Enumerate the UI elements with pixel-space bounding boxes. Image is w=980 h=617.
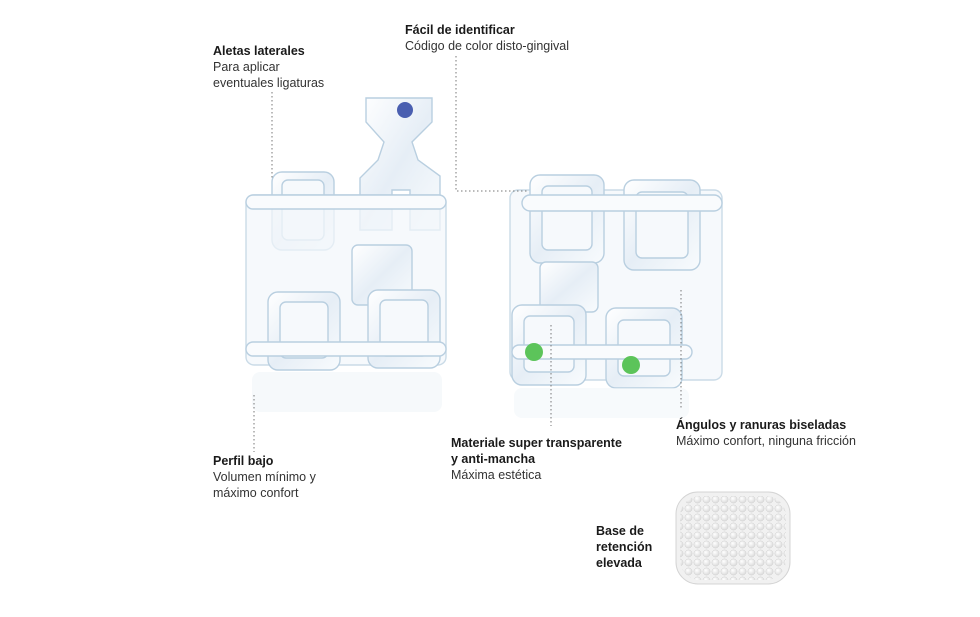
callout-title: Aletas laterales [213, 44, 305, 58]
callout-text: eventuales ligaturas [213, 76, 325, 90]
left-bracket [245, 97, 447, 371]
callout-title: Perfil bajo [213, 454, 274, 468]
callout-transparent: Materiale super transparente y anti-manc… [451, 435, 622, 483]
right-bracket-reflection [514, 388, 689, 418]
callout-identify: Fácil de identificar Código de color dis… [405, 22, 569, 54]
callout-text: Máximo confort, ninguna fricción [676, 434, 856, 448]
callout-text: Máxima estética [451, 468, 542, 482]
callout-low-profile: Perfil bajo Volumen mínimo y máximo conf… [213, 453, 316, 501]
callout-text: Volumen mínimo y [213, 470, 316, 484]
callout-base: Base de retención elevada [596, 523, 652, 571]
callout-title: Base de [596, 524, 644, 538]
green-color-dot [525, 343, 543, 361]
callout-title: Ángulos y ranuras biseladas [676, 418, 847, 432]
callout-text: Código de color disto-gingival [405, 39, 569, 53]
callout-text: máximo confort [213, 486, 299, 500]
callout-text: Para aplicar [213, 60, 280, 74]
right-bracket [509, 174, 723, 389]
callout-title: Materiale super transparente [451, 436, 622, 450]
callout-title: Fácil de identificar [405, 23, 515, 37]
callout-lateral-wings: Aletas laterales Para aplicar eventuales… [213, 43, 324, 91]
left-bracket-reflection [252, 372, 442, 412]
leader-lines [253, 56, 682, 452]
callout-title: y anti-mancha [451, 452, 536, 466]
blue-color-dot [397, 102, 413, 118]
callout-title: elevada [596, 556, 642, 570]
callout-title: retención [596, 540, 653, 554]
green-color-dot [622, 356, 640, 374]
mesh-base [675, 491, 791, 585]
callout-beveled: Ángulos y ranuras biseladas Máximo confo… [676, 417, 856, 449]
